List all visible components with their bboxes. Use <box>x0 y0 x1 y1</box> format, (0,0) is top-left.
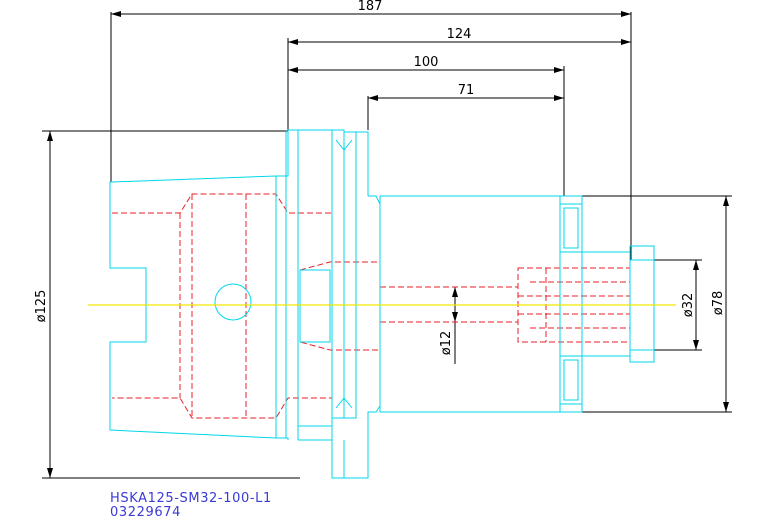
part-designation: HSKA125-SM32-100-L1 <box>110 491 272 506</box>
hidden-lines <box>112 193 631 419</box>
dimension-lines <box>42 12 732 479</box>
part-outline <box>109 129 655 479</box>
part-number: 03229674 <box>110 505 181 520</box>
dim-d32-text: ø32 <box>681 293 696 318</box>
dim-d125-text: ø125 <box>34 290 49 323</box>
dim-124-text: 124 <box>447 27 472 42</box>
dim-d78-text: ø78 <box>711 291 726 316</box>
dimension-arrows <box>47 11 729 478</box>
dim-d12-text: ø12 <box>439 331 454 356</box>
dim-187-text: 187 <box>358 0 383 14</box>
dim-100-text: 100 <box>414 55 439 70</box>
dim-71-text: 71 <box>458 83 475 98</box>
